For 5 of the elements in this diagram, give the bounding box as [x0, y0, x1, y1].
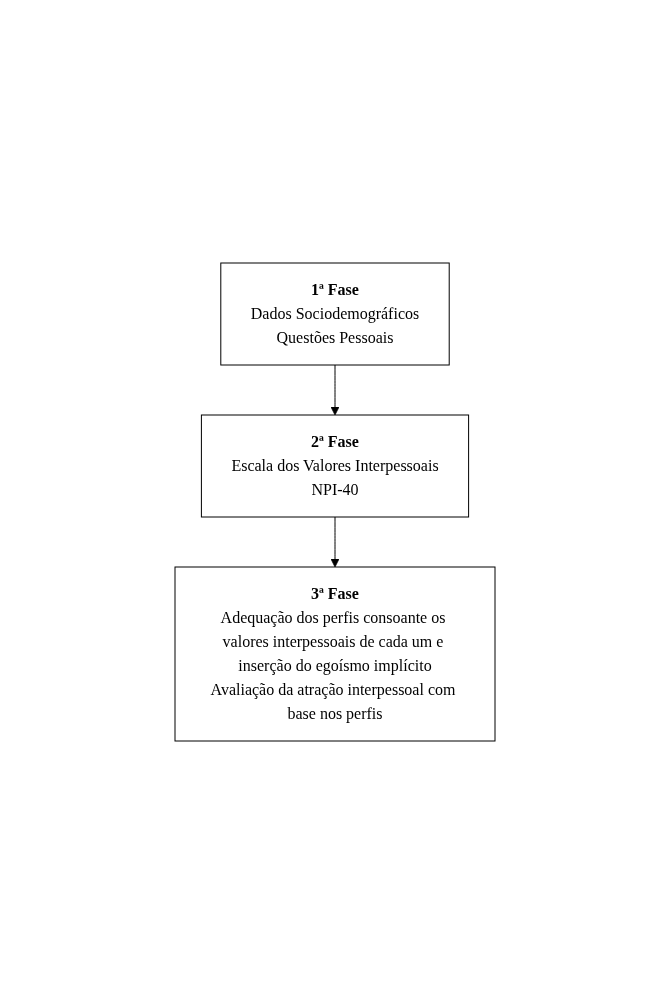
- arrow: [330, 364, 340, 415]
- node-box: 2ª Fase Escala dos Valores Interpessoais NPI-40: [200, 414, 470, 517]
- node-box: 3ª Fase Adequação dos perfis consoante os valores interpessoais de cada um e inserção do egoísmo implícito Avaliação da atração interpessoal com base nos perfis: [174, 566, 496, 741]
- arrow: [330, 516, 340, 567]
- node-box: 1ª Fase Dados Sociodemográficos Questões Pessoais: [220, 262, 450, 365]
